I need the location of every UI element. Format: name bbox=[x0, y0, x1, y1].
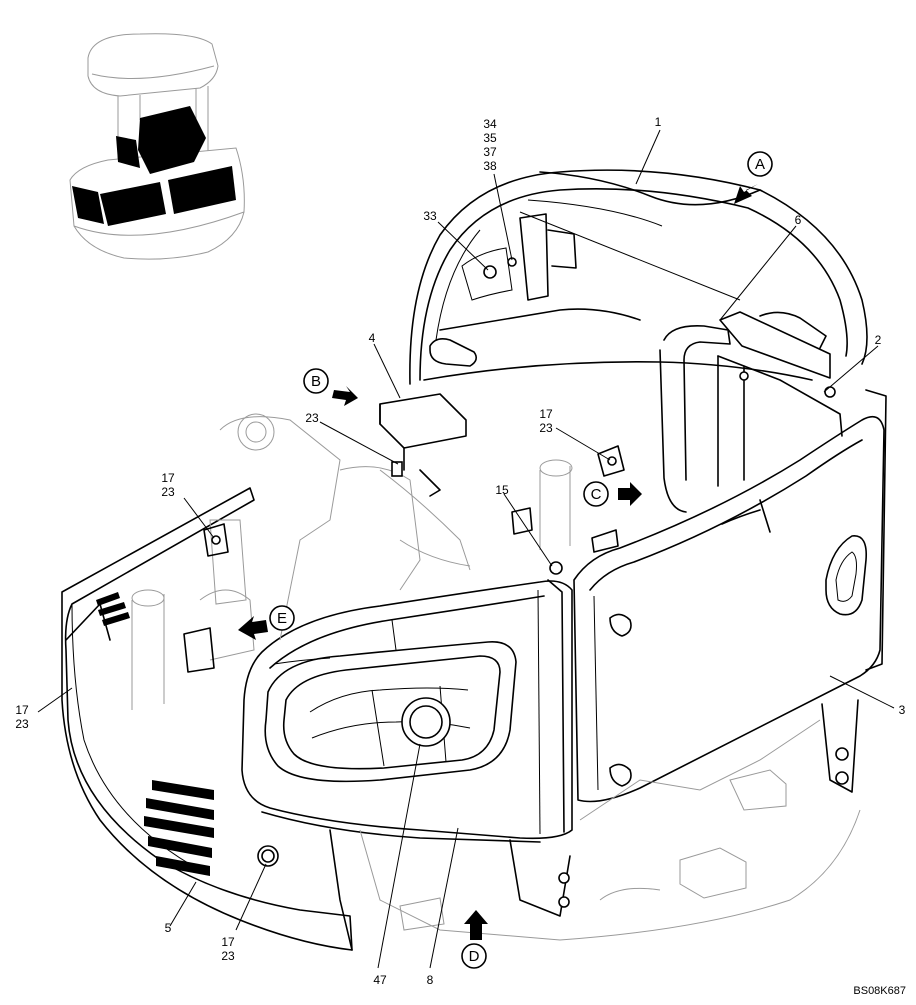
view-label-b: B bbox=[311, 373, 321, 390]
callout-34: 34 bbox=[483, 117, 497, 131]
callout-labels: 1 2 3 4 5 6 8 15 33 47 34 35 37 38 17 23… bbox=[15, 115, 906, 997]
view-label-e: E bbox=[277, 610, 287, 627]
callout-3: 3 bbox=[899, 703, 906, 717]
leader-lines bbox=[37, 129, 895, 969]
view-arrow-a bbox=[734, 184, 758, 204]
view-label-a: A bbox=[755, 156, 765, 173]
callout-23-bottom: 23 bbox=[221, 949, 235, 963]
callout-35: 35 bbox=[483, 131, 497, 145]
view-arrows: A B C D E bbox=[238, 151, 773, 969]
callout-17-left: 17 bbox=[161, 471, 175, 485]
roof-shell bbox=[409, 169, 868, 385]
right-side-panel bbox=[573, 389, 887, 803]
callout-2: 2 bbox=[875, 333, 882, 347]
callout-17-bottom: 17 bbox=[221, 935, 235, 949]
vent-louvers bbox=[96, 592, 214, 876]
lower-frame bbox=[329, 699, 859, 951]
view-label-d: D bbox=[469, 948, 480, 965]
callout-23-left: 23 bbox=[161, 485, 175, 499]
view-marker-c bbox=[583, 481, 609, 507]
locator-thumbnail bbox=[69, 33, 245, 260]
left-rear-cover bbox=[61, 487, 353, 951]
callout-4: 4 bbox=[369, 331, 376, 345]
view-marker-a bbox=[747, 151, 773, 177]
callout-37: 37 bbox=[483, 145, 497, 159]
view-marker-b bbox=[303, 368, 329, 394]
view-arrow-d bbox=[464, 910, 488, 940]
callout-17-upper-right: 17 bbox=[539, 407, 553, 421]
drawing-code: BS08K687 bbox=[853, 985, 906, 997]
view-label-c: C bbox=[591, 486, 602, 503]
callout-23-center: 23 bbox=[305, 411, 319, 425]
callout-23-upper-right: 23 bbox=[539, 421, 553, 435]
interior-structures bbox=[131, 413, 861, 941]
view-arrow-b bbox=[332, 386, 358, 406]
view-marker-d bbox=[461, 943, 487, 969]
view-arrow-c bbox=[618, 482, 642, 506]
view-marker-e bbox=[269, 605, 295, 631]
callout-1: 1 bbox=[655, 115, 662, 129]
callout-15: 15 bbox=[495, 483, 509, 497]
center-body bbox=[241, 579, 573, 843]
callout-23-far-left: 23 bbox=[15, 717, 29, 731]
callout-47: 47 bbox=[373, 973, 387, 987]
callout-17-far-left: 17 bbox=[15, 703, 29, 717]
rear-frame bbox=[659, 311, 843, 513]
bracket-4 bbox=[379, 393, 467, 497]
callout-33: 33 bbox=[423, 209, 437, 223]
fastener-brackets bbox=[183, 445, 625, 673]
view-arrow-e bbox=[238, 616, 268, 640]
callout-5: 5 bbox=[165, 921, 172, 935]
callout-6: 6 bbox=[795, 213, 802, 227]
callout-38: 38 bbox=[483, 159, 497, 173]
callout-8: 8 bbox=[427, 973, 434, 987]
